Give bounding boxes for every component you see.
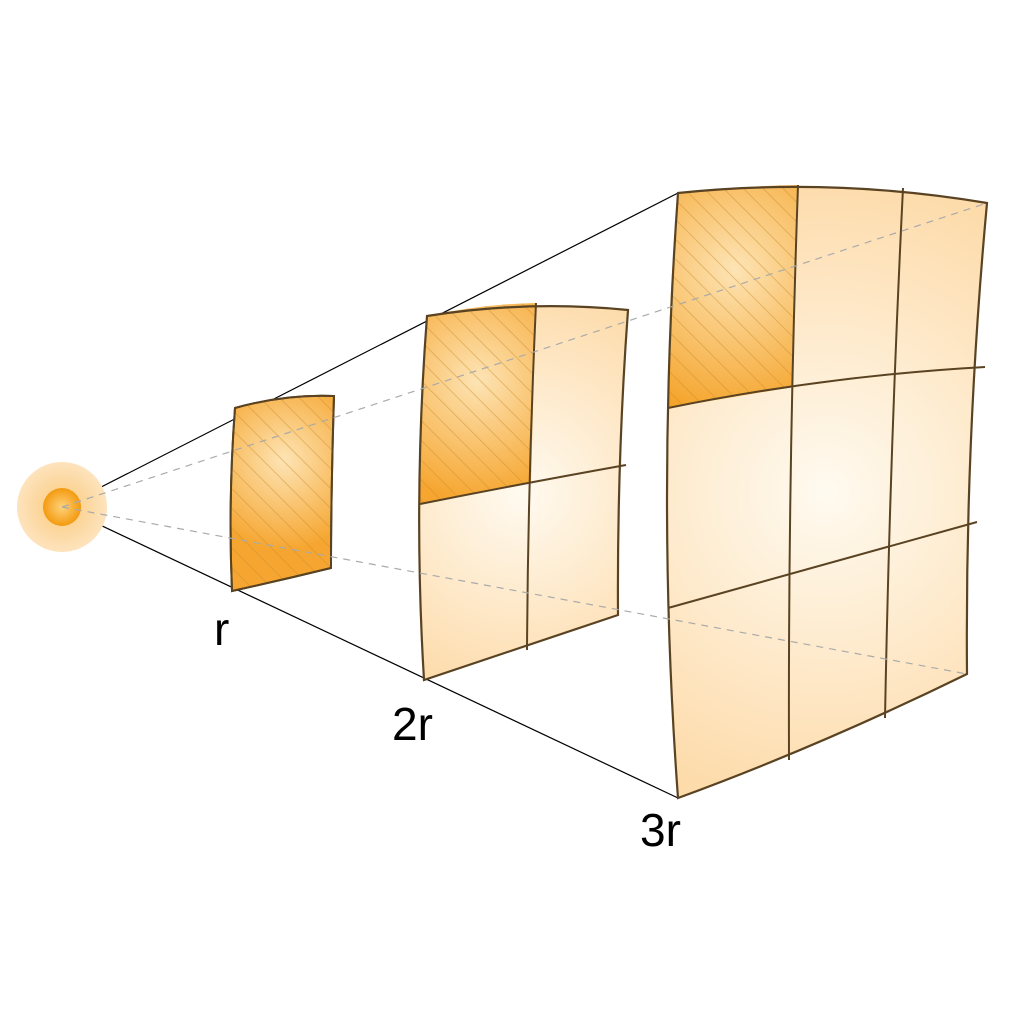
dashed-rays <box>61 202 988 675</box>
dashed-ray-lower <box>61 506 968 675</box>
surface-3r <box>665 184 989 800</box>
label-2r: 2r <box>392 698 433 750</box>
surface-3r-grid-h2 <box>667 521 978 609</box>
surface-3r-grid-v2 <box>884 187 904 719</box>
dashed-ray-upper <box>61 202 988 508</box>
label-r: r <box>214 603 229 655</box>
surface-r <box>229 394 336 593</box>
surface-3r-grid-v1 <box>787 184 799 761</box>
distance-labels: r 2r 3r <box>214 603 681 856</box>
lower-ray <box>61 506 679 799</box>
surface-2r-grid-v <box>526 302 537 651</box>
surface-2r-grid-h <box>419 464 627 505</box>
solid-rays <box>61 192 679 799</box>
surface-3r-grid-h1 <box>667 366 986 409</box>
label-3r: 3r <box>640 804 681 856</box>
surface-2r <box>418 302 630 682</box>
upper-ray <box>61 192 679 508</box>
